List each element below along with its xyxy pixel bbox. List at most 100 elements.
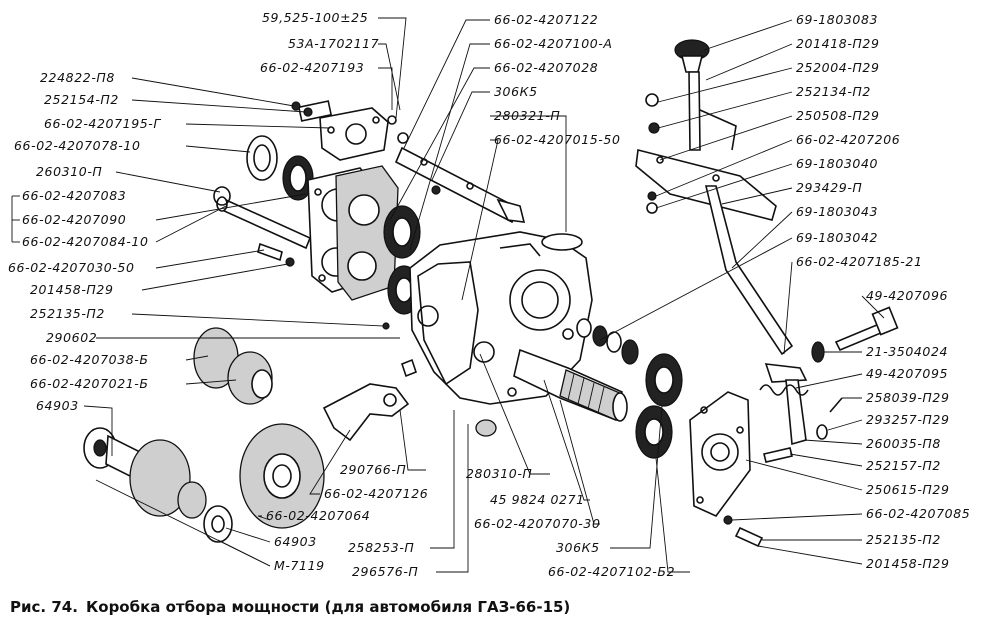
long-bolt xyxy=(834,306,899,352)
label-right-9: 69-1803043 xyxy=(796,204,878,219)
label-left-8: 66-02-4207084-10 xyxy=(22,234,149,249)
shift-fork xyxy=(322,383,410,442)
nut xyxy=(648,122,660,134)
output-bearing-upper xyxy=(645,353,683,407)
rear-cover xyxy=(689,391,751,517)
spring-washer xyxy=(397,132,409,144)
caption-number: Рис. 74. xyxy=(10,598,78,616)
label-right-6: 66-02-4207206 xyxy=(796,132,900,147)
label-top-7: 306К5 xyxy=(494,84,538,99)
washer-left xyxy=(285,257,295,267)
label-left-6: 66-02-4207083 xyxy=(22,188,126,203)
small-ball xyxy=(387,115,397,125)
output-bearing-lower xyxy=(635,405,673,459)
nut-small xyxy=(646,202,658,214)
cotter-pin xyxy=(829,397,843,413)
label-bot-11: 306К5 xyxy=(556,540,600,555)
label-left-11: 252135-П2 xyxy=(30,306,105,321)
cover-washer xyxy=(723,515,733,525)
o-ring xyxy=(541,233,583,251)
bolt-left xyxy=(257,242,283,262)
idler-shaft xyxy=(216,196,312,250)
label-bot-4: 64903 xyxy=(274,534,317,549)
label-right-22: 201458-П29 xyxy=(866,556,950,571)
label-top-6: 66-02-4207028 xyxy=(494,60,598,75)
label-left-14: 66-02-4207021-Б xyxy=(30,376,149,391)
bolt-head xyxy=(645,93,659,107)
label-left-5: 260310-П xyxy=(36,164,102,179)
figure-caption: Рис. 74. Коробка отбора мощности (для ав… xyxy=(10,598,570,616)
label-top-4: 66-02-4207122 xyxy=(494,12,598,27)
drain-plug xyxy=(475,419,497,437)
label-left-9: 66-02-4207030-50 xyxy=(8,260,135,275)
label-left-15: 64903 xyxy=(36,398,79,413)
detent-plug xyxy=(401,358,417,378)
label-right-3: 252004-П29 xyxy=(796,60,880,75)
label-left-10: 201458-П29 xyxy=(30,282,114,297)
label-right-16: 293257-П29 xyxy=(866,412,950,427)
label-left-7: 66-02-4207090 xyxy=(22,212,126,227)
gasket-dark xyxy=(335,165,399,301)
label-left-12: 290602 xyxy=(46,330,97,345)
bearing-small-left xyxy=(282,155,314,201)
large-gear xyxy=(239,423,325,529)
label-bot-8: 280310-П xyxy=(466,466,532,481)
seal-ring-right xyxy=(811,341,825,363)
label-left-3: 66-02-4207195-Г xyxy=(44,116,161,131)
label-top-8: 280321-П xyxy=(494,108,560,123)
label-top-3: 66-02-4207193 xyxy=(260,60,364,75)
label-top-9: 66-02-4207015-50 xyxy=(494,132,621,147)
label-bot-9: 45 9824 0271 xyxy=(490,492,585,507)
label-left-13: 66-02-4207038-Б xyxy=(30,352,149,367)
label-bot-10: 66-02-4207070-30 xyxy=(474,516,601,531)
shaft-seals xyxy=(576,318,639,365)
label-right-12: 49-4207096 xyxy=(866,288,948,303)
label-right-13: 21-3504024 xyxy=(866,344,948,359)
label-right-20: 66-02-4207085 xyxy=(866,506,970,521)
output-shaft xyxy=(513,348,628,422)
label-right-15: 258039-П29 xyxy=(866,390,950,405)
label-left-1: 224822-П8 xyxy=(40,70,115,85)
label-right-4: 252134-П2 xyxy=(796,84,871,99)
washer-ring xyxy=(213,186,231,206)
leader-lines xyxy=(11,17,885,573)
label-top-2: 53А-1702117 xyxy=(288,36,379,51)
label-right-5: 250508-П29 xyxy=(796,108,880,123)
washer-right xyxy=(816,424,828,440)
bearing-cap-flange xyxy=(297,100,389,161)
label-right-10: 69-1803042 xyxy=(796,230,878,245)
double-gear xyxy=(193,327,273,405)
cover-bolt xyxy=(734,526,764,548)
oil-seal xyxy=(246,135,278,181)
shift-lever-knob xyxy=(674,39,710,151)
label-right-18: 252157-П2 xyxy=(866,458,941,473)
label-top-1: 59,525-100±25 xyxy=(262,10,368,25)
label-left-2: 252154-П2 xyxy=(44,92,119,107)
long-lever-rod xyxy=(704,185,808,446)
label-right-17: 260035-П8 xyxy=(866,436,941,451)
ball-detent xyxy=(431,185,441,195)
lever-bracket xyxy=(635,109,777,221)
part-labels: 59,525-100±25 53А-1702117 66-02-4207193 … xyxy=(8,10,970,579)
pin-bolt xyxy=(763,447,793,463)
label-left-4: 66-02-4207078-10 xyxy=(14,138,141,153)
label-right-21: 252135-П2 xyxy=(866,532,941,547)
label-bot-5: М-7119 xyxy=(274,558,325,573)
label-right-7: 69-1803040 xyxy=(796,156,878,171)
washer-small xyxy=(647,191,657,201)
label-right-8: 293429-П xyxy=(796,180,862,195)
label-right-1: 69-1803083 xyxy=(796,12,878,27)
label-bot-6: 258253-П xyxy=(348,540,414,555)
intermediate-gear-assembly xyxy=(83,427,233,543)
shift-rail xyxy=(394,146,526,224)
label-bot-1: 290766-П xyxy=(340,462,406,477)
label-right-14: 49-4207095 xyxy=(866,366,948,381)
lever-spring xyxy=(759,384,809,396)
caption-text: Коробка отбора мощности (для автомобиля … xyxy=(86,598,570,616)
label-bot-2: 66-02-4207126 xyxy=(324,486,428,501)
label-bot-12: 66-02-4207102-Б2 xyxy=(548,564,675,579)
parts-drawing xyxy=(83,39,899,548)
label-bot-3: 66-02-4207064 xyxy=(266,508,370,523)
